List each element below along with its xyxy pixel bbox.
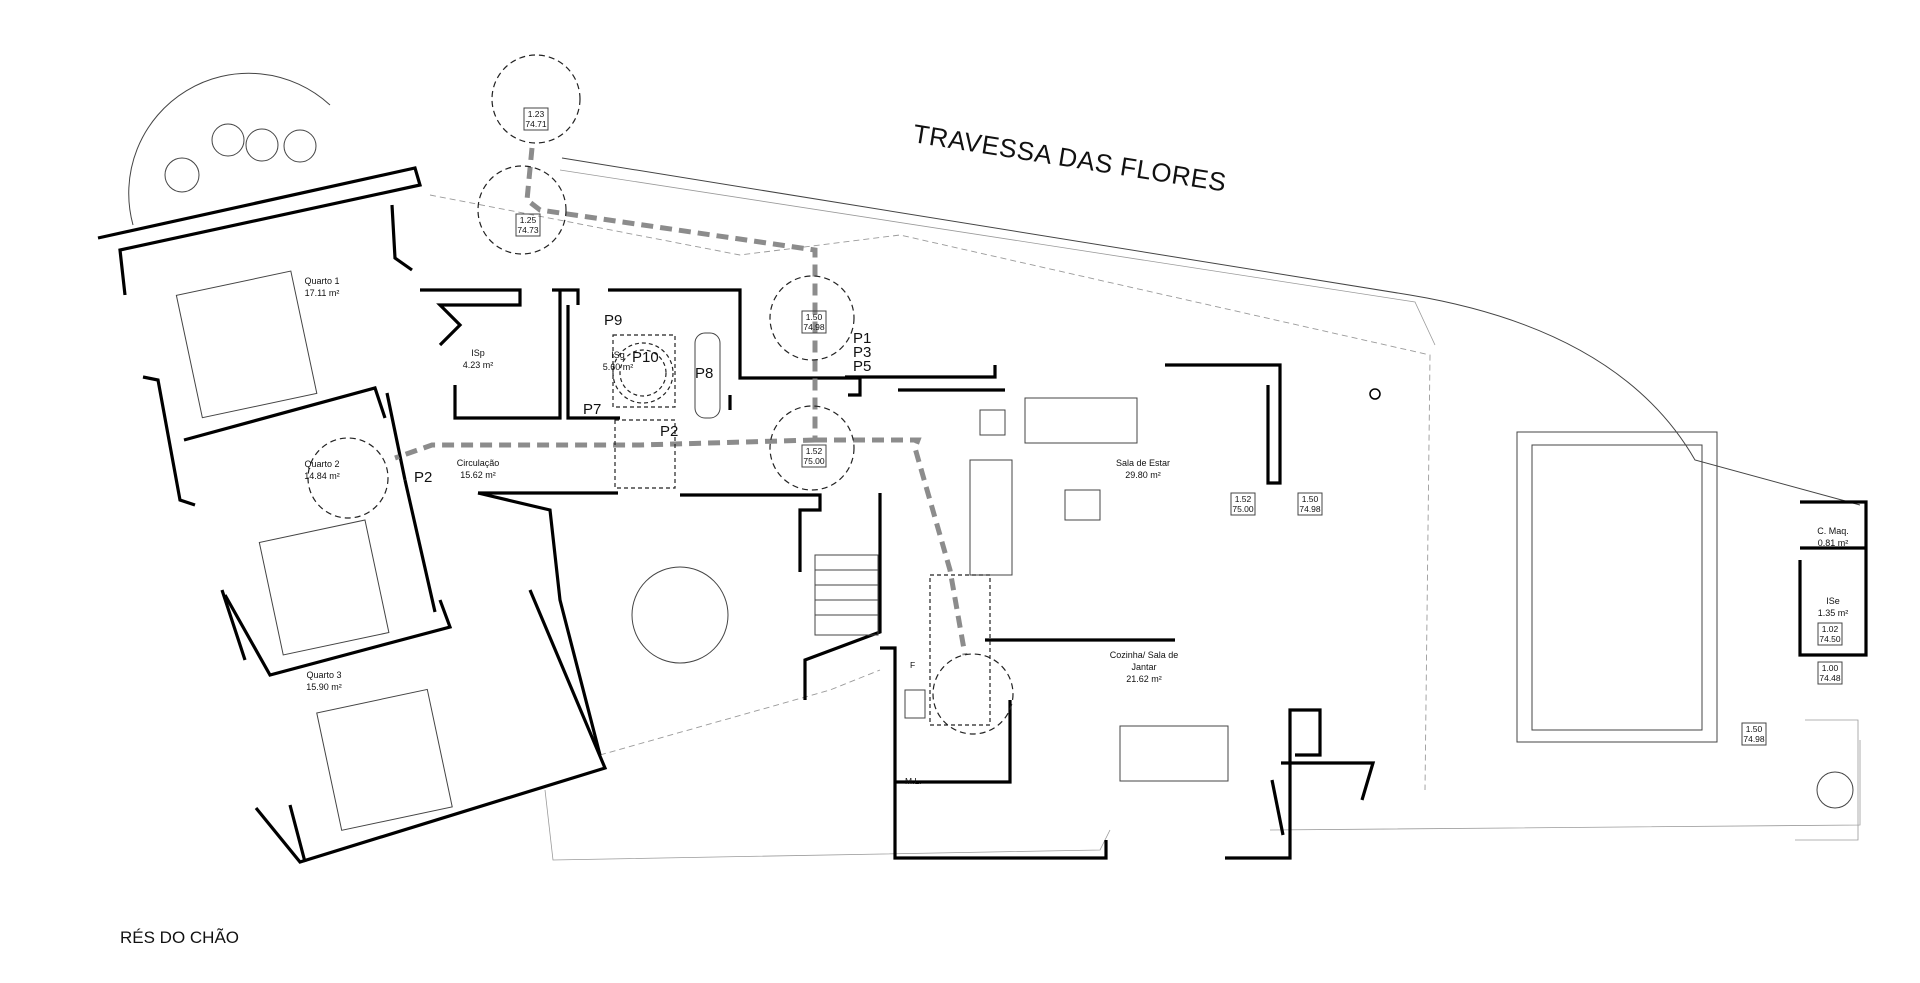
- quarto1-name: Quarto 1: [304, 276, 339, 286]
- point-p2b: P2: [414, 469, 432, 486]
- cozinha-area: 21.62 m²: [1126, 674, 1162, 684]
- stair: [814, 554, 879, 636]
- sala-name: Sala de Estar: [1116, 458, 1170, 468]
- level-9-top: 1.50: [1746, 724, 1763, 734]
- point-p9: P9: [604, 312, 622, 329]
- level-8-bottom: 74.48: [1819, 673, 1841, 683]
- level-5-bottom: 75.00: [1232, 504, 1254, 514]
- level-1-bottom: 74.71: [525, 119, 547, 129]
- point-p1: P1: [853, 330, 871, 347]
- cmaq-area: 0.81 m²: [1818, 538, 1849, 548]
- isp-area: 4.23 m²: [463, 360, 494, 370]
- quarto3-name: Quarto 3: [306, 670, 341, 680]
- accessible-route: [394, 147, 968, 656]
- quarto3-area: 15.90 m²: [306, 682, 342, 692]
- level-5-top: 1.52: [1235, 494, 1252, 504]
- level-3-top: 1.50: [806, 312, 823, 322]
- isg-name: ISg: [611, 350, 625, 360]
- circulacao-area: 15.62 m²: [460, 470, 496, 480]
- clearance-boxes: [612, 334, 991, 726]
- cmaq-name: C. Maq.: [1817, 526, 1849, 536]
- quarto2-area: 14.84 m²: [304, 471, 340, 481]
- floor-name: RÉS DO CHÃO: [120, 928, 239, 947]
- point-p7: P7: [583, 401, 601, 418]
- quarto1-area: 17.11 m²: [305, 288, 340, 298]
- circulacao-name: Circulação: [457, 458, 500, 468]
- turning-circles: [307, 54, 1014, 735]
- utility-walls: [1798, 500, 1868, 657]
- street-name: TRAVESSA DAS FLORES: [911, 118, 1229, 197]
- point-p8: P8: [695, 365, 713, 382]
- point-p2a: P2: [660, 423, 678, 440]
- cozinha-name-1: Cozinha/ Sala de: [1110, 650, 1179, 660]
- level-3-bottom: 74.98: [803, 322, 825, 332]
- level-6-top: 1.50: [1302, 494, 1319, 504]
- level-tags: 1.23 74.71 1.25 74.73 1.50 74.98 1.52 75…: [515, 107, 1843, 746]
- level-6-bottom: 74.98: [1299, 504, 1321, 514]
- ise-name: ISe: [1826, 596, 1840, 606]
- cozinha-name-2: Jantar: [1131, 662, 1156, 672]
- point-labels: P9 P10 P8 P7 P2 P2 P1 P3 P5: [414, 312, 871, 486]
- bathroom-walls: [420, 288, 882, 756]
- tree-icon: [164, 123, 1854, 809]
- quarto2-name: Quarto 2: [304, 459, 339, 469]
- sala-area: 29.80 m²: [1125, 470, 1161, 480]
- point-p3: P3: [853, 344, 871, 361]
- site-outline: [128, 72, 1861, 861]
- point-p5: P5: [853, 358, 871, 375]
- room-labels: Quarto 1 17.11 m² Quarto 2 14.84 m² Quar…: [304, 276, 1849, 692]
- pool: [1516, 431, 1718, 743]
- furniture: [175, 270, 1229, 831]
- level-7-bottom: 74.50: [1819, 634, 1841, 644]
- ise-area: 1.35 m²: [1818, 608, 1849, 618]
- level-7-top: 1.02: [1822, 624, 1839, 634]
- level-8-top: 1.00: [1822, 663, 1839, 673]
- point-p10: P10: [632, 349, 659, 366]
- fridge-mark: F: [910, 660, 915, 670]
- level-2-top: 1.25: [520, 215, 537, 225]
- marker-icon: [1369, 388, 1381, 400]
- level-4-top: 1.52: [806, 446, 823, 456]
- living-walls: [845, 363, 1376, 860]
- dishwasher-mark: M.L.: [905, 776, 922, 786]
- level-2-bottom: 74.73: [517, 225, 539, 235]
- bedroom-walls: [97, 166, 608, 864]
- isp-name: ISp: [471, 348, 485, 358]
- isg-area: 5.60 m²: [603, 362, 634, 372]
- level-1-top: 1.23: [528, 109, 545, 119]
- level-4-bottom: 75.00: [803, 456, 825, 466]
- level-9-bottom: 74.98: [1743, 734, 1765, 744]
